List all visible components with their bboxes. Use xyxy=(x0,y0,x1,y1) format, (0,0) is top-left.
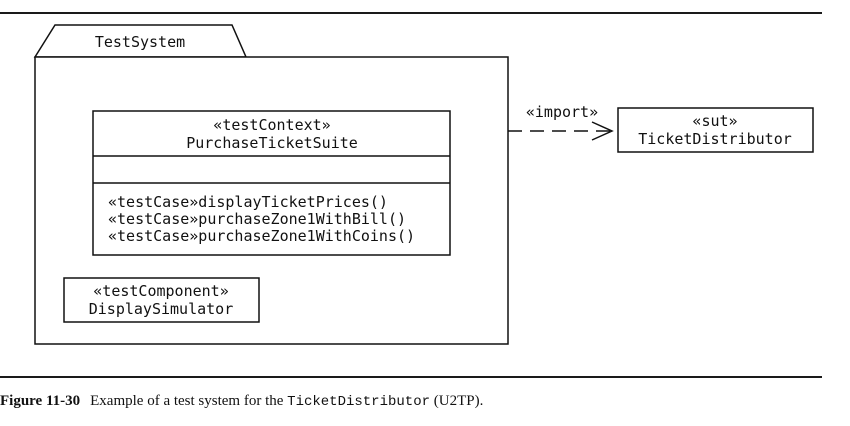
test-component-stereotype: «testComponent» xyxy=(93,282,228,300)
operation-item: «testCase»purchaseZone1WithBill() xyxy=(108,210,406,228)
test-component-name: DisplaySimulator xyxy=(89,300,234,318)
operation-item: «testCase»purchaseZone1WithCoins() xyxy=(108,227,415,245)
test-context-name: PurchaseTicketSuite xyxy=(186,134,358,152)
uml-diagram: TestSystem «testContext» PurchaseTicketS… xyxy=(33,24,814,345)
caption-code: TicketDistributor xyxy=(287,394,430,410)
bottom-rule xyxy=(0,376,822,378)
top-rule xyxy=(0,12,822,14)
caption-text-before: Example of a test system for the xyxy=(90,393,288,409)
import-arrowhead xyxy=(591,121,614,141)
package-name: TestSystem xyxy=(95,33,185,51)
sut-name: TicketDistributor xyxy=(638,130,792,148)
caption-text-after: (U2TP). xyxy=(430,393,484,409)
test-component-box xyxy=(63,277,260,323)
test-context-stereotype: «testContext» xyxy=(213,116,330,134)
figure-caption: Figure 11-30 Example of a test system for… xyxy=(0,393,840,410)
sut-stereotype: «sut» xyxy=(692,112,737,130)
import-label: «import» xyxy=(526,103,598,121)
sut-box xyxy=(617,107,814,153)
figure-label: Figure 11-30 xyxy=(0,393,81,409)
operation-item: «testCase»displayTicketPrices() xyxy=(108,193,388,211)
